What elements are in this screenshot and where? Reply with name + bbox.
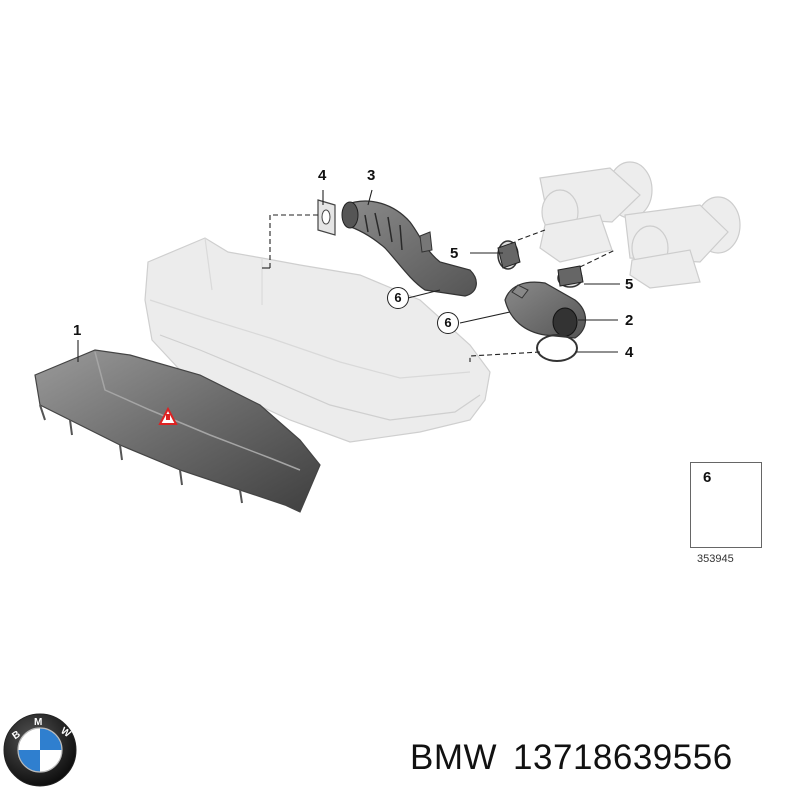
part-4-ring-bottom	[536, 334, 578, 362]
part-4-gasket-top	[317, 199, 336, 236]
footer-part-label: BMW 13718639556	[410, 738, 733, 778]
footer-brand: BMW	[410, 738, 498, 777]
part-5-clamp-right	[557, 265, 584, 288]
part-5-clamp-top	[497, 240, 521, 270]
warning-triangle-icon	[158, 406, 178, 425]
diagram-code: 353945	[697, 553, 734, 565]
leader-lines	[77, 189, 620, 362]
callout-3: 3	[367, 167, 376, 184]
part-3-intake-hose	[341, 200, 477, 297]
callout-2: 2	[625, 312, 634, 329]
callout-4-bottom: 4	[625, 344, 634, 361]
footer-part-number: 13718639556	[513, 738, 733, 777]
bmw-logo: B M W	[3, 713, 77, 787]
part-2-intake-hose	[504, 281, 587, 339]
callout-6-upper: 6	[387, 287, 409, 309]
legend-box: 6	[690, 462, 762, 548]
callout-4-top: 4	[318, 167, 327, 184]
legend-number: 6	[703, 469, 712, 486]
callout-6-lower: 6	[437, 312, 459, 334]
callout-5-right: 5	[625, 276, 634, 293]
callout-1: 1	[73, 322, 82, 339]
background-turbochargers	[539, 161, 741, 289]
logo-letter-m: M	[34, 717, 42, 728]
callout-5-top: 5	[450, 245, 459, 262]
part-1-air-duct	[34, 349, 321, 513]
